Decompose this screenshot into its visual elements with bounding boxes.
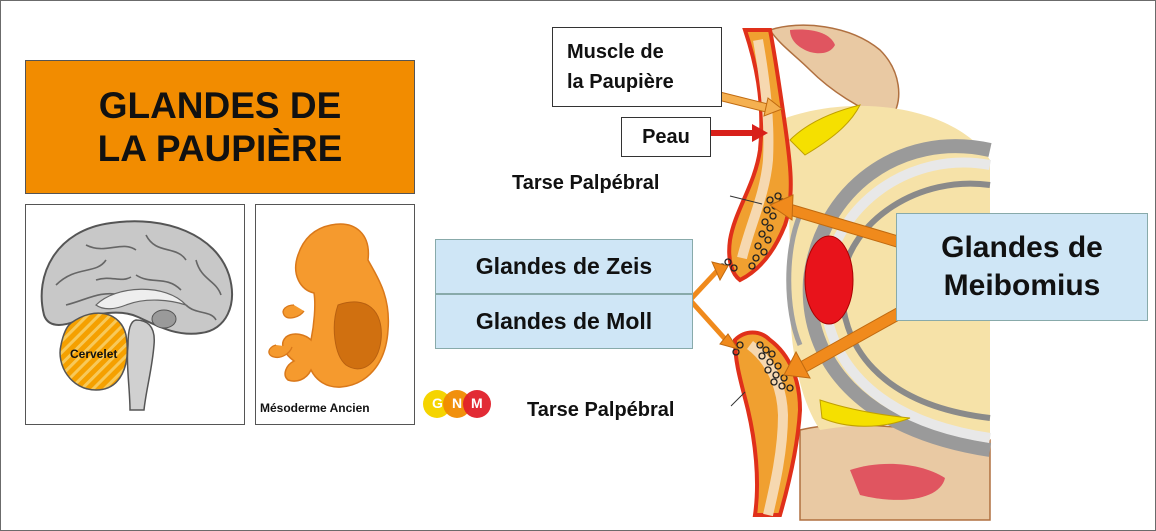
muscle-label-line-1: Muscle de (567, 37, 721, 67)
peau-label-box: Peau (621, 117, 711, 157)
zeis-label: Glandes de Zeis (476, 253, 652, 280)
tarse-top-label: Tarse Palpébral (512, 172, 659, 195)
moll-label-box: Glandes de Moll (435, 294, 693, 349)
peau-label: Peau (642, 126, 690, 149)
tarse-bottom-label: Tarse Palpébral (527, 399, 674, 422)
meibomius-label-box: Glandes de Meibomius (896, 213, 1148, 321)
zeis-label-box: Glandes de Zeis (435, 239, 693, 294)
muscle-label-box: Muscle de la Paupière (552, 27, 722, 107)
meibomius-label-line-2: Meibomius (944, 267, 1101, 305)
muscle-label-line-2: la Paupière (567, 67, 721, 97)
moll-label: Glandes de Moll (476, 308, 652, 335)
meibomius-label-line-1: Glandes de (941, 229, 1103, 267)
